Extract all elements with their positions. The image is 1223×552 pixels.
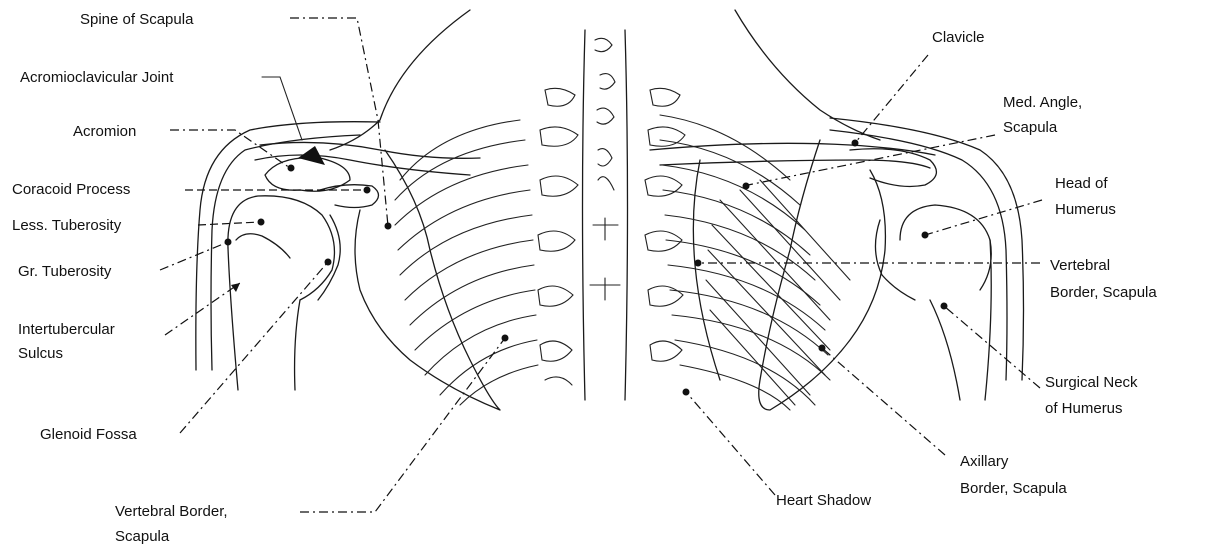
label-axillary-1: Axillary xyxy=(960,453,1009,470)
shoulder-contour-left xyxy=(196,122,380,370)
leader-glenoid xyxy=(180,262,328,433)
leader-intertubercular xyxy=(165,283,240,335)
acromion-right xyxy=(850,149,936,187)
leader-axillary xyxy=(822,348,945,455)
leader-ac-joint xyxy=(262,77,302,140)
label-head-humerus-2: Humerus xyxy=(1055,201,1116,218)
leader-gr-tuberosity xyxy=(160,242,228,270)
label-glenoid-fossa: Glenoid Fossa xyxy=(40,426,137,443)
neck-outline-left xyxy=(330,10,470,150)
humerus-shaft-right-inner xyxy=(930,300,960,400)
label-surgical-neck-1: Surgical Neck xyxy=(1045,374,1138,391)
dot-clavicle xyxy=(852,140,859,147)
dot-axillary xyxy=(819,345,826,352)
arrowhead-intertubercular xyxy=(231,283,240,292)
label-coracoid-process: Coracoid Process xyxy=(12,181,130,198)
label-head-humerus-1: Head of xyxy=(1055,175,1108,192)
clavicle-right-2 xyxy=(660,160,930,168)
label-clavicle: Clavicle xyxy=(932,29,985,46)
dot-less-tuberosity xyxy=(258,219,265,226)
label-acromioclavicular-joint: Acromioclavicular Joint xyxy=(20,69,174,86)
tuberosity-curve-left xyxy=(236,234,290,258)
clavicle-left-2 xyxy=(260,142,480,158)
label-vertebral-border-right-2: Border, Scapula xyxy=(1050,284,1157,301)
dot-acromion xyxy=(288,165,295,172)
dot-vertebral-right xyxy=(695,260,702,267)
label-med-angle-2: Scapula xyxy=(1003,119,1058,136)
label-vertebral-border-left-1: Vertebral Border, xyxy=(115,503,228,520)
label-vertebral-border-right-1: Vertebral xyxy=(1050,257,1110,274)
vertebral-column xyxy=(538,30,685,400)
label-acromion: Acromion xyxy=(73,123,136,140)
ribs-left xyxy=(395,120,538,405)
label-surgical-neck-2: of Humerus xyxy=(1045,400,1123,417)
label-less-tuberosity: Less. Tuberosity xyxy=(12,217,122,234)
humeral-head-right xyxy=(900,205,991,290)
shoulder-contour-right-inner xyxy=(830,130,1007,380)
dot-coracoid xyxy=(364,187,371,194)
dot-surgical-neck xyxy=(941,303,948,310)
shoulder-contour-right xyxy=(830,118,1024,380)
dot-head-humerus xyxy=(922,232,929,239)
dot-glenoid xyxy=(325,259,332,266)
dot-gr-tuberosity xyxy=(225,239,232,246)
scapula-right-medial xyxy=(693,160,720,380)
label-gr-tuberosity: Gr. Tuberosity xyxy=(18,263,112,280)
leader-lines xyxy=(160,18,1042,512)
leader-heart-shadow xyxy=(686,392,775,495)
label-vertebral-border-left-2: Scapula xyxy=(115,528,170,545)
leader-surgical-neck xyxy=(944,306,1040,388)
dot-spine-of-scapula xyxy=(385,223,392,230)
dot-heart-shadow xyxy=(683,389,690,396)
glenoid-right xyxy=(875,220,915,300)
leader-acromion xyxy=(170,130,290,168)
label-axillary-2: Border, Scapula xyxy=(960,480,1067,497)
label-spine-of-scapula: Spine of Scapula xyxy=(80,11,194,28)
anatomy-drawing xyxy=(196,10,1024,410)
label-intertubercular-1: Intertubercular xyxy=(18,321,115,338)
leader-clavicle xyxy=(855,55,928,143)
leader-vertebral-left xyxy=(300,338,505,512)
humerus-shaft-left-inner xyxy=(295,300,300,390)
label-med-angle-1: Med. Angle, xyxy=(1003,94,1082,111)
labels: Spine of Scapula Acromioclavicular Joint… xyxy=(12,11,1157,545)
label-heart-shadow: Heart Shadow xyxy=(776,492,871,509)
dot-vertebral-left xyxy=(502,335,509,342)
neck-outline-right xyxy=(735,10,880,140)
scapula-right xyxy=(759,140,886,410)
label-intertubercular-2: Sulcus xyxy=(18,345,63,362)
dot-med-angle xyxy=(743,183,750,190)
humerus-shaft-left-outer xyxy=(228,248,238,390)
